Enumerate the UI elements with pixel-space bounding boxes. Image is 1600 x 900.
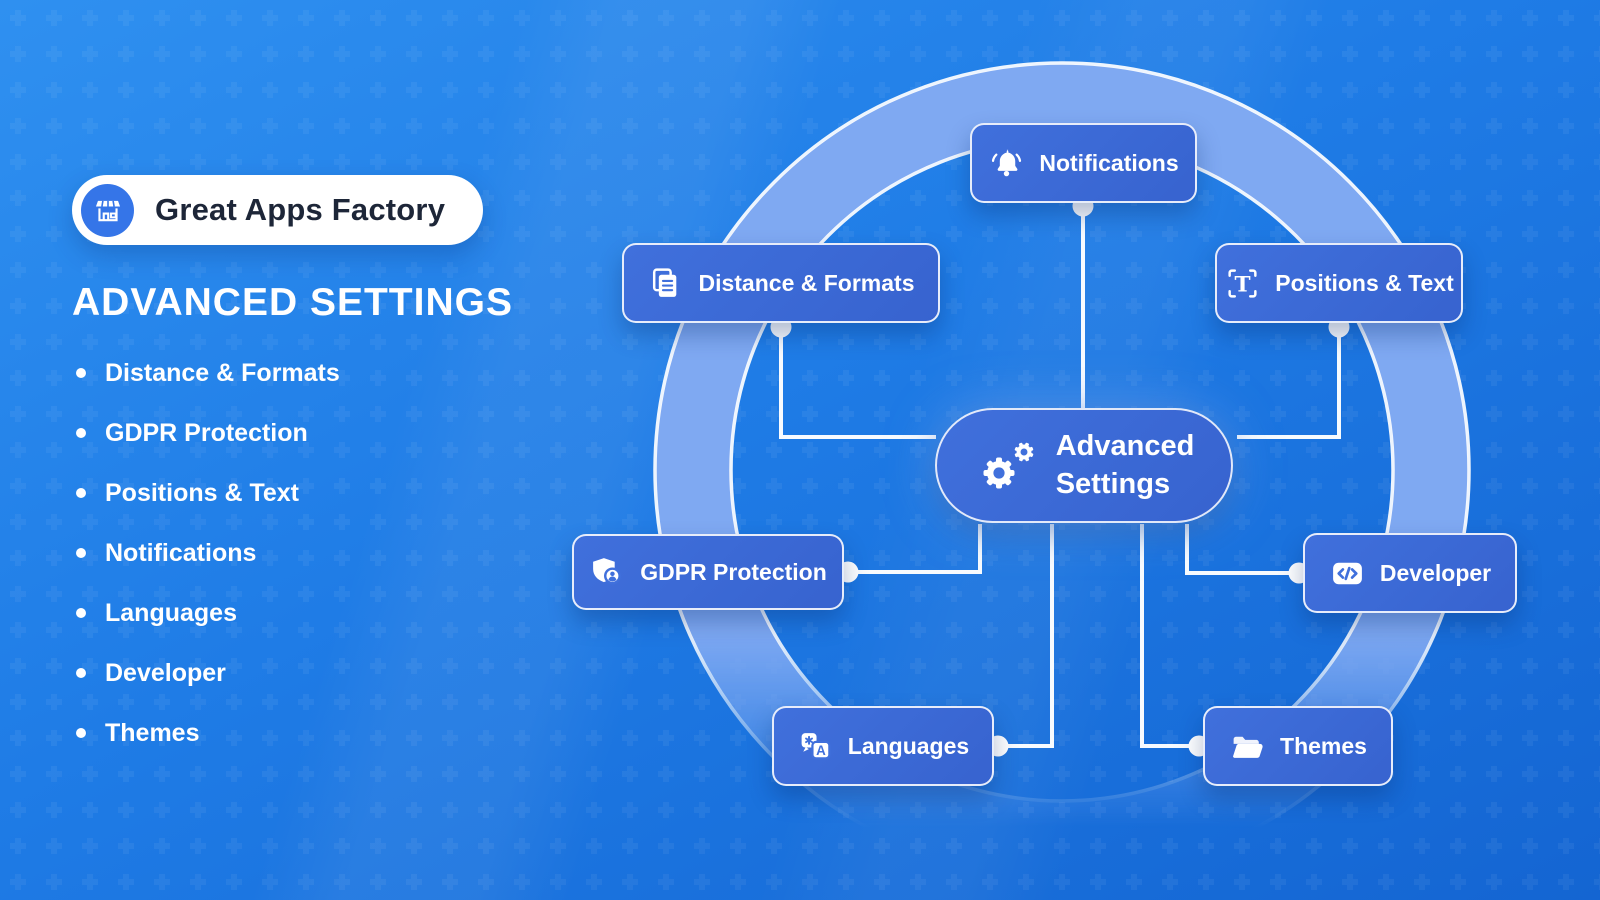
- connector-themes: [1140, 524, 1201, 748]
- bullet-dot: [76, 668, 86, 678]
- connector-languages: [996, 524, 1054, 748]
- connector-positions-text: [1237, 325, 1341, 439]
- node-label: Positions & Text: [1275, 269, 1454, 296]
- bullet-dot: [76, 548, 86, 558]
- node-positions-text: T Positions & Text: [1215, 243, 1463, 323]
- bullet-dot: [76, 428, 86, 438]
- documents-icon: [653, 267, 677, 297]
- node-label: Languages: [847, 732, 970, 759]
- storefront-icon: [95, 200, 120, 222]
- bullet-dot: [76, 488, 86, 498]
- list-item: Languages: [76, 595, 340, 631]
- code-icon: [1333, 562, 1362, 584]
- text-selection-icon: T: [1228, 268, 1257, 298]
- brand-badge: Great Apps Factory: [72, 175, 484, 245]
- connector-gdpr: [846, 524, 982, 574]
- node-advanced-settings-center: Advanced Settings: [935, 408, 1233, 523]
- node-developer: Developer: [1303, 533, 1517, 613]
- node-label: GDPR Protection: [640, 558, 827, 585]
- bullet-dot: [76, 368, 86, 378]
- list-item: Themes: [76, 715, 340, 751]
- page-title: ADVANCED SETTINGS: [72, 281, 513, 324]
- node-label: Developer: [1379, 559, 1492, 586]
- node-languages: A Languages: [772, 706, 994, 786]
- node-themes: Themes: [1203, 706, 1393, 786]
- bullet-dot: [76, 728, 86, 738]
- svg-text:A: A: [816, 742, 826, 757]
- node-notifications: Notifications: [970, 123, 1197, 203]
- node-label: Distance & Formats: [698, 269, 915, 296]
- node-distance-formats: Distance & Formats: [622, 243, 940, 323]
- translate-icon: A: [801, 732, 831, 759]
- svg-text:T: T: [1235, 272, 1251, 297]
- node-label: Notifications: [1039, 149, 1179, 176]
- gears-icon: [983, 442, 1033, 488]
- feature-list: Distance & Formats GDPR Protection Posit…: [76, 355, 340, 775]
- list-item: Developer: [76, 655, 340, 691]
- center-node-label: Advanced Settings: [1055, 430, 1195, 500]
- shield-user-icon: [593, 557, 622, 584]
- connector-distance-formats: [779, 325, 936, 439]
- list-item: Positions & Text: [76, 475, 340, 511]
- list-item: Notifications: [76, 535, 340, 571]
- brand-name: Great Apps Factory: [155, 192, 446, 227]
- list-item: GDPR Protection: [76, 415, 340, 451]
- node-gdpr-protection: GDPR Protection: [572, 534, 844, 610]
- connector-developer: [1185, 524, 1301, 575]
- brand-logo-circle: [81, 183, 134, 237]
- node-label: Themes: [1280, 732, 1367, 759]
- bell-icon: [992, 149, 1022, 176]
- folder-icon: [1233, 736, 1263, 758]
- list-item: Distance & Formats: [76, 355, 340, 391]
- bullet-dot: [76, 608, 86, 618]
